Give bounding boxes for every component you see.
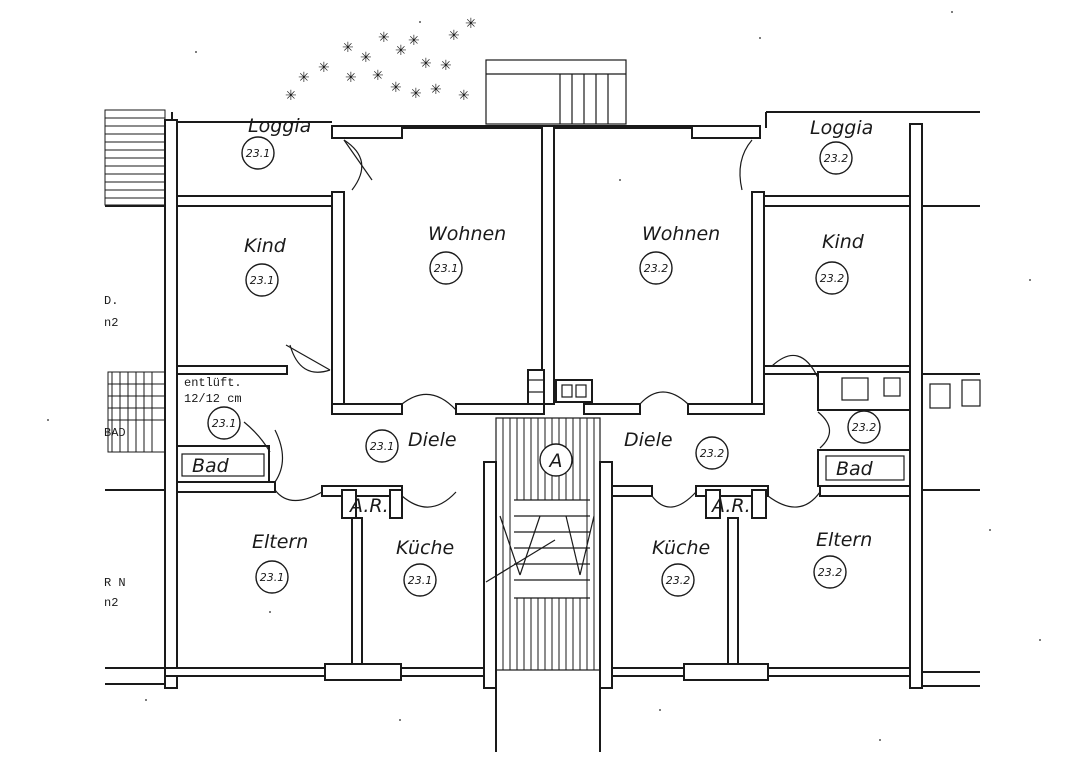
- edge-fragments: D. n2 BAD R N n2: [104, 294, 126, 610]
- svg-text:n2: n2: [104, 596, 118, 610]
- svg-text:✳: ✳: [318, 60, 330, 76]
- room-kueche-right: Küche 23.2: [652, 537, 710, 597]
- svg-text:✳: ✳: [448, 28, 460, 44]
- room-eltern-right: Eltern 23.2: [813, 529, 872, 589]
- svg-text:✳: ✳: [378, 30, 390, 46]
- bath-fixtures-right: [841, 377, 981, 409]
- svg-text:Kind: Kind: [244, 235, 287, 257]
- svg-text:✳: ✳: [440, 58, 452, 74]
- svg-text:23.1: 23.1: [250, 274, 275, 287]
- room-kueche-left: Küche 23.1: [396, 537, 454, 597]
- vent-note: entlüft. 12/12 cm: [184, 376, 242, 406]
- room-bad-left: 23.1 Bad: [181, 406, 265, 477]
- svg-text:Bad: Bad: [192, 455, 230, 477]
- svg-text:✳: ✳: [395, 43, 407, 59]
- stair-marker: A: [539, 443, 573, 477]
- svg-text:23.2: 23.2: [644, 262, 669, 275]
- svg-text:Wohnen: Wohnen: [428, 223, 506, 245]
- walls: [105, 111, 980, 689]
- svg-text:23.2: 23.2: [820, 272, 845, 285]
- svg-text:A.R.: A.R.: [348, 495, 389, 517]
- svg-text:Diele: Diele: [624, 429, 673, 451]
- svg-text:Küche: Küche: [396, 537, 454, 559]
- svg-text:23.1: 23.1: [212, 417, 237, 430]
- room-ar-left: A.R.: [348, 495, 389, 517]
- scan-speckles: [47, 11, 1041, 741]
- svg-text:✳: ✳: [345, 70, 357, 86]
- svg-text:A: A: [548, 450, 563, 472]
- svg-text:✳: ✳: [430, 82, 442, 98]
- svg-text:✳: ✳: [408, 33, 420, 49]
- room-diele-right: Diele 23.2: [624, 429, 729, 470]
- svg-text:Küche: Küche: [652, 537, 710, 559]
- svg-text:Eltern: Eltern: [252, 531, 308, 553]
- svg-text:✳: ✳: [360, 50, 372, 66]
- entrance-steps: [485, 59, 627, 125]
- door-swings: [243, 139, 831, 508]
- room-kind-right: Kind 23.2: [815, 231, 865, 295]
- svg-text:23.2: 23.2: [818, 566, 843, 579]
- staircase: [485, 369, 601, 752]
- room-eltern-left: Eltern 23.1: [252, 531, 308, 594]
- svg-text:entlüft.: entlüft.: [184, 376, 242, 390]
- room-wohnen-left: Wohnen 23.1: [428, 223, 506, 285]
- svg-text:23.1: 23.1: [246, 147, 271, 160]
- svg-text:Eltern: Eltern: [816, 529, 872, 551]
- svg-text:✳: ✳: [285, 88, 297, 104]
- room-wohnen-right: Wohnen 23.2: [639, 223, 720, 285]
- svg-text:23.2: 23.2: [824, 152, 849, 165]
- svg-text:R N: R N: [104, 576, 126, 590]
- svg-text:BAD: BAD: [104, 426, 126, 440]
- svg-text:✳: ✳: [465, 16, 477, 32]
- svg-text:A.R.: A.R.: [710, 495, 751, 517]
- svg-text:Loggia: Loggia: [248, 115, 311, 137]
- svg-text:Loggia: Loggia: [810, 117, 873, 139]
- svg-text:23.2: 23.2: [852, 421, 877, 434]
- svg-text:n2: n2: [104, 316, 118, 330]
- svg-text:23.1: 23.1: [370, 440, 395, 453]
- svg-text:12/12 cm: 12/12 cm: [184, 392, 242, 406]
- svg-text:23.2: 23.2: [666, 574, 691, 587]
- svg-text:Kind: Kind: [822, 231, 865, 253]
- svg-text:✳: ✳: [458, 88, 470, 104]
- room-diele-left: 23.1 Diele: [365, 429, 457, 463]
- svg-text:Bad: Bad: [836, 458, 874, 480]
- svg-text:✳: ✳: [410, 86, 422, 102]
- room-loggia-left: Loggia 23.1: [241, 115, 311, 170]
- room-ar-right: A.R.: [710, 495, 751, 517]
- svg-text:✳: ✳: [342, 40, 354, 56]
- svg-text:23.2: 23.2: [700, 447, 725, 460]
- svg-text:23.1: 23.1: [408, 574, 433, 587]
- svg-text:✳: ✳: [298, 70, 310, 86]
- svg-text:✳: ✳: [420, 56, 432, 72]
- svg-text:23.1: 23.1: [260, 571, 285, 584]
- room-kind-left: Kind 23.1: [244, 235, 287, 297]
- svg-text:D.: D.: [104, 294, 118, 308]
- svg-text:23.1: 23.1: [434, 262, 459, 275]
- svg-text:Diele: Diele: [408, 429, 457, 451]
- svg-text:✳: ✳: [390, 80, 402, 96]
- left-neighbour-hatch: [104, 109, 166, 453]
- room-bad-right: 23.2 Bad: [825, 410, 905, 481]
- shrub-symbols: ✳✳✳ ✳✳✳ ✳✳✳ ✳✳✳ ✳✳✳ ✳✳✳: [285, 16, 477, 104]
- room-loggia-right: Loggia 23.2: [810, 117, 873, 175]
- svg-text:Wohnen: Wohnen: [642, 223, 720, 245]
- svg-text:✳: ✳: [372, 68, 384, 84]
